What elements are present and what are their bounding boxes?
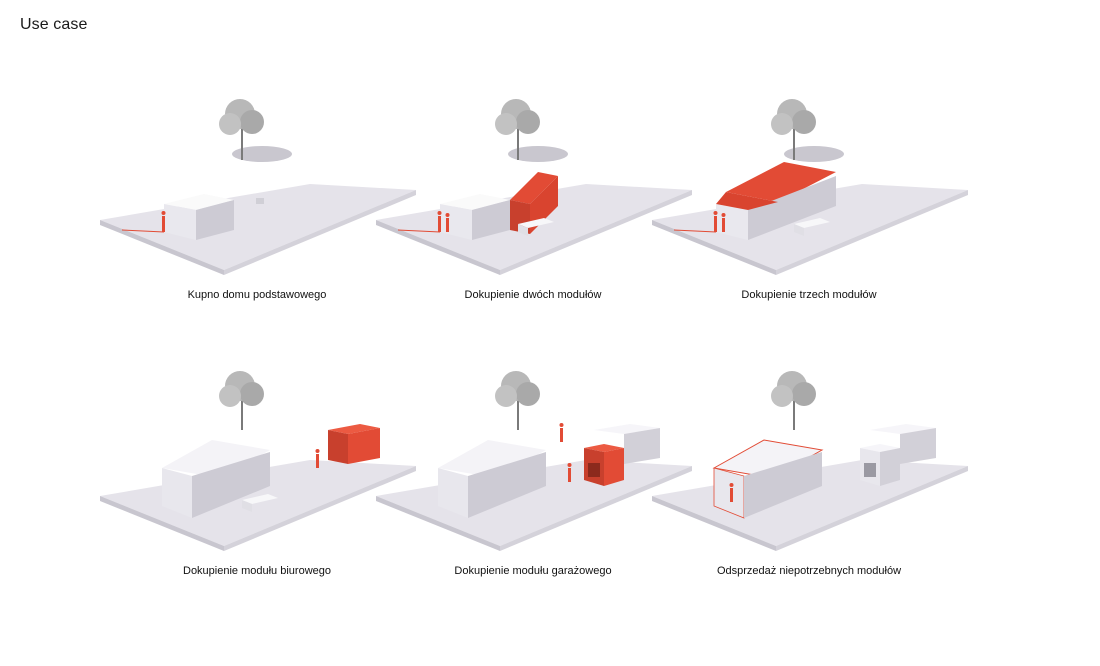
scenario-caption: Dokupienie trzech modułów (741, 289, 877, 301)
garage-module-icon (376, 371, 692, 551)
scenario-card: Dokupienie trzech modułów (644, 92, 974, 302)
scenario-card: Kupno domu podstawowego (92, 92, 422, 302)
scenario-caption: Dokupienie dwóch modułów (464, 289, 602, 301)
scenario-caption: Dokupienie modułu biurowego (183, 565, 331, 577)
scenario-card: Dokupienie dwóch modułów (368, 92, 698, 302)
base-house-icon (100, 99, 416, 275)
page-title: Use case (20, 16, 88, 33)
scenario-caption: Dokupienie modułu garażowego (454, 565, 612, 577)
scenario-card: Dokupienie modułu biurowego (92, 368, 422, 578)
scenario-caption: Kupno domu podstawowego (187, 289, 327, 301)
scenario-card: Odsprzedaż niepotrzebnych modułów (644, 368, 974, 578)
scenario-caption: Odsprzedaż niepotrzebnych modułów (716, 565, 902, 577)
office-module-icon (100, 371, 416, 551)
sell-modules-icon (652, 371, 968, 551)
scenario-card: Dokupienie modułu garażowego (368, 368, 698, 578)
three-modules-icon (652, 99, 968, 275)
two-modules-icon (376, 99, 692, 275)
